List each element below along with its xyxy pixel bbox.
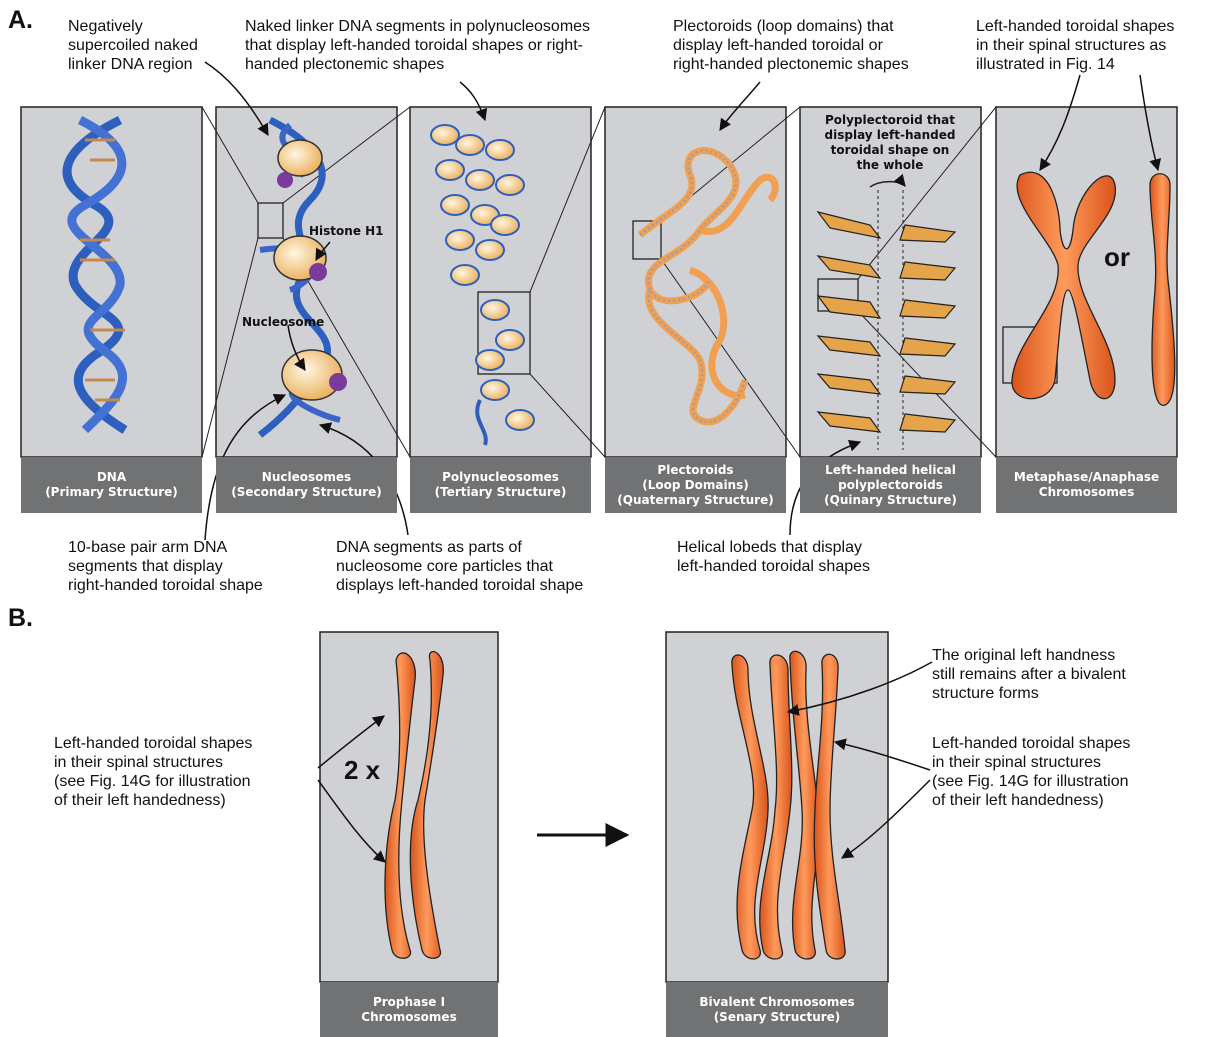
or-label: or <box>1104 242 1130 273</box>
naked-linker-note: Naked linker DNA segments in polynucleos… <box>245 17 590 74</box>
panel-label-nucleosomes: Nucleosomes (Secondary Structure) <box>216 457 397 513</box>
panel-label-polyplectoroids: Left-handed helical polyplectoroids (Qui… <box>800 457 981 513</box>
section-b-marker: B. <box>8 604 33 633</box>
section-a-marker: A. <box>8 6 33 35</box>
ten-base-pair-note: 10-base pair arm DNA segments that displ… <box>68 538 263 595</box>
b-right-note: Left-handed toroidal shapes in their spi… <box>932 734 1130 810</box>
left-spinal-note: Left-handed toroidal shapes in their spi… <box>976 17 1174 74</box>
negatively-supercoiled-note: Negatively supercoiled naked linker DNA … <box>68 17 198 74</box>
core-particle-note: DNA segments as parts of nucleosome core… <box>336 538 583 595</box>
b-left-note: Left-handed toroidal shapes in their spi… <box>54 734 252 810</box>
panel-label-polynucleosomes: Polynucleosomes (Tertiary Structure) <box>410 457 591 513</box>
plectoroids-note: Plectoroids (loop domains) that display … <box>673 17 909 74</box>
b-original-note: The original left handness still remains… <box>932 646 1126 703</box>
panel-label-bivalent: Bivalent Chromosomes (Senary Structure) <box>666 982 888 1037</box>
panel-label-prophase: Prophase I Chromosomes <box>320 982 498 1037</box>
polyplectoroid-label: Polyplectoroid that display left-handed … <box>808 113 972 173</box>
panel-label-plectoroids: Plectoroids (Loop Domains) (Quaternary S… <box>605 457 786 513</box>
panel-label-dna: DNA (Primary Structure) <box>21 457 202 513</box>
panel-label-metaphase: Metaphase/Anaphase Chromosomes <box>996 457 1177 513</box>
helical-lobes-note: Helical lobeds that display left-handed … <box>677 538 870 576</box>
nucleosome-label: Nucleosome <box>242 315 324 329</box>
histone-h1-label: Histone H1 <box>309 224 384 238</box>
two-x-label: 2 x <box>344 755 380 786</box>
